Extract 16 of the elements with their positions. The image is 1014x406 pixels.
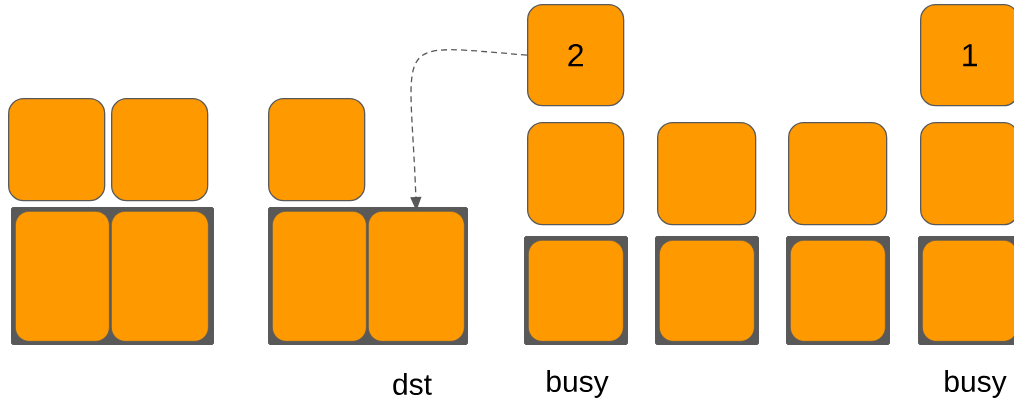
- block: [272, 211, 367, 342]
- numbered-block: 2: [527, 4, 625, 107]
- block: [657, 122, 757, 226]
- block: [788, 122, 888, 226]
- block: [111, 211, 209, 342]
- block: [111, 98, 209, 202]
- column-label: busy: [945, 370, 1007, 398]
- numbered-block: 1: [920, 4, 1014, 107]
- block: [920, 122, 1014, 226]
- block: [268, 98, 366, 202]
- block: [368, 211, 465, 342]
- block: [8, 98, 106, 202]
- block: [15, 211, 110, 342]
- column-label: dst: [393, 373, 432, 395]
- column-label: busy: [547, 370, 609, 398]
- block: [527, 122, 625, 226]
